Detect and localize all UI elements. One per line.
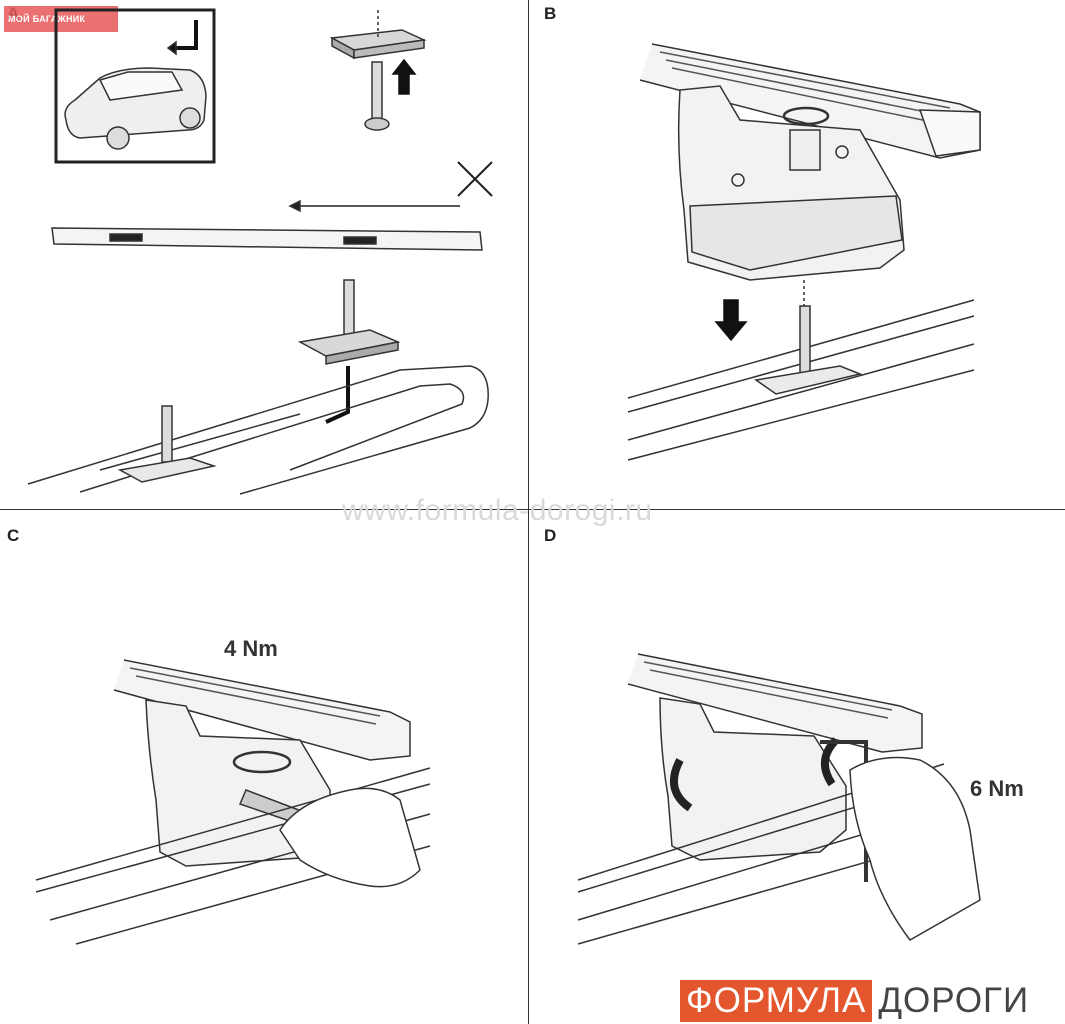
bolt-in-rail: [117, 405, 217, 483]
panel-label-b: B: [544, 4, 557, 23]
t-track-plate-top: [329, 10, 427, 60]
roof-bar: [639, 43, 981, 159]
hand-d: [849, 756, 981, 941]
roof-rail: [27, 365, 489, 495]
arrow-up-icon: [391, 58, 417, 95]
panel-divider-horizontal: [0, 509, 1065, 510]
panel-label-c: C: [7, 526, 20, 545]
cross-icon: [457, 161, 493, 197]
panel-divider-vertical: [528, 0, 529, 1024]
car-inset-frame: [54, 8, 216, 164]
torque-label-c: 4 Nm: [224, 636, 278, 661]
arrow-down-left-icon-2: [325, 366, 350, 424]
brand-logo-part1: ФОРМУЛА: [680, 980, 873, 1022]
hand-c: [279, 787, 421, 888]
roof-bar-side: [51, 227, 483, 251]
t-track-plate-middle: [297, 279, 401, 365]
panel-label-d: D: [544, 526, 557, 545]
torque-label-d: 6 Nm: [970, 776, 1024, 801]
bolt-b: [754, 305, 863, 395]
panel-c-illustration: [35, 659, 431, 945]
panel-d-illustration: [577, 653, 981, 945]
car-icon: [64, 67, 207, 150]
bolt-top: [364, 61, 390, 131]
roof-bar-c: [113, 659, 411, 761]
arrow-down-icon: [714, 299, 748, 342]
watermark-url: www.formula-dorogi.ru: [342, 494, 653, 527]
foot-b: [677, 85, 905, 281]
roof-bar-d: [627, 653, 923, 753]
panel-b-illustration: [627, 43, 981, 461]
foot-d: [659, 697, 847, 861]
panel-a-illustration: [27, 8, 493, 495]
brand-logo: ФОРМУЛА ДОРОГИ: [680, 980, 1035, 1022]
brand-logo-part2: ДОРОГИ: [878, 981, 1030, 1020]
arrow-down-left-icon: [176, 20, 198, 50]
